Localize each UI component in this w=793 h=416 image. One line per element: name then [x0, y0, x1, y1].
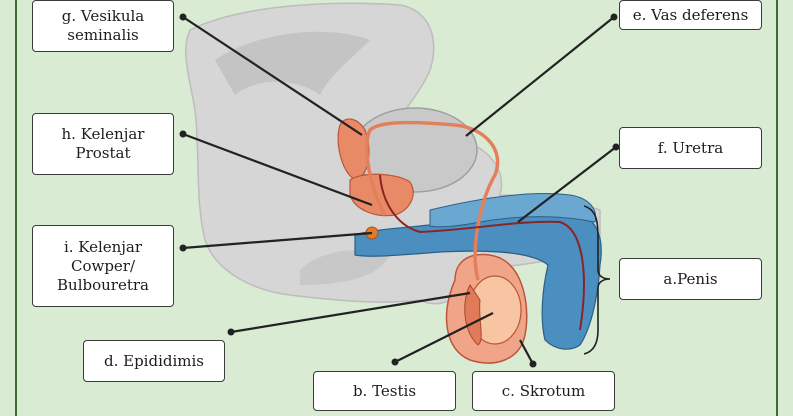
leader-vas-deferens	[465, 16, 615, 137]
label-uretra: f. Uretra	[619, 127, 762, 169]
label-vesikula-seminalis: g. Vesikula seminalis	[32, 0, 174, 52]
penis-bracket	[583, 205, 611, 355]
label-penis: a.Penis	[619, 258, 762, 300]
leader-testis	[394, 312, 494, 363]
dot-vas-deferens	[610, 13, 618, 21]
dot-prostat	[179, 130, 187, 138]
prostate-gland	[349, 173, 414, 217]
leader-dots	[179, 13, 620, 368]
pubic-bone	[300, 250, 390, 285]
epididymis-shape	[464, 284, 482, 346]
dot-vesikula	[179, 13, 187, 21]
leader-prostat	[182, 132, 373, 207]
dot-cowper	[179, 244, 187, 252]
leader-lines	[182, 16, 617, 365]
label-kelenjar-cowper: i. Kelenjar Cowper/ Bulbouretra	[32, 225, 174, 307]
pelvic-bone	[215, 31, 370, 95]
label-kelenjar-prostat: h. Kelenjar Prostat	[32, 113, 174, 175]
dot-uretra	[612, 143, 620, 151]
dot-testis	[391, 358, 399, 366]
urethra-duct	[379, 174, 585, 331]
leader-skrotum	[519, 339, 534, 365]
dot-skrotum	[529, 360, 537, 368]
leader-epididimis	[230, 291, 471, 334]
label-epididimis: d. Epididimis	[83, 340, 225, 382]
vas-deferens-duct	[365, 120, 500, 281]
penis-cavernous-tissue	[429, 193, 597, 228]
dot-epididimis	[227, 328, 235, 336]
label-vas-deferens: e. Vas deferens	[619, 0, 762, 30]
leader-uretra	[517, 146, 617, 223]
leader-cowper	[182, 231, 373, 250]
label-skrotum: c. Skrotum	[472, 371, 615, 411]
label-testis: b. Testis	[313, 371, 456, 411]
leader-vesikula	[182, 16, 363, 136]
